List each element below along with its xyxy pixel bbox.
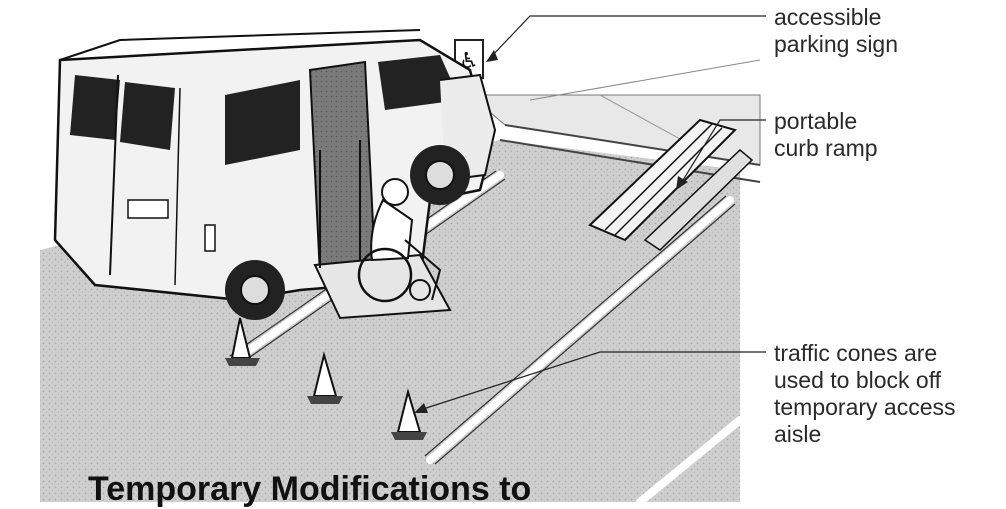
leader-lines — [419, 15, 766, 411]
wheelchair-user-illustration — [357, 178, 442, 303]
curb-ramp-illustration — [588, 118, 754, 251]
traffic-cone-icon — [225, 317, 427, 440]
callout-accessible-parking-sign: accessible parking sign — [774, 4, 899, 57]
callout-portable-curb-ramp: portable curb ramp — [774, 108, 878, 161]
leader-arrowheads — [414, 50, 688, 413]
caption-title: Temporary Modifications to — [88, 470, 532, 508]
callout-traffic-cones: traffic cones are used to block off temp… — [774, 340, 956, 447]
